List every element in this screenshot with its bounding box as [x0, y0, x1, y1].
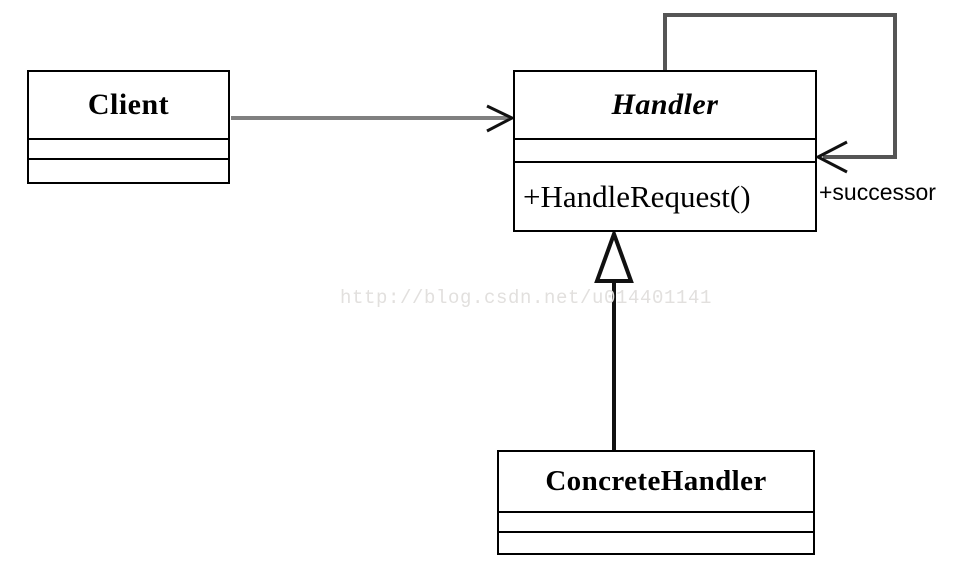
operation-handle-request: +HandleRequest() [523, 179, 751, 214]
class-name-handler: Handler [611, 88, 719, 121]
class-attributes-compartment-concretehandler [499, 513, 813, 533]
class-name-compartment-client: Client [29, 72, 228, 140]
class-operations-compartment-client [29, 160, 228, 182]
watermark-text: http://blog.csdn.net/u014401141 [340, 287, 713, 309]
generalization-concretehandler-handler [594, 228, 634, 451]
class-attributes-compartment-handler [515, 140, 815, 163]
class-name-client: Client [87, 88, 170, 121]
class-attributes-compartment-client [29, 140, 228, 160]
class-operations-compartment-handler: +HandleRequest() [515, 163, 815, 230]
class-name-compartment-handler: Handler [515, 72, 815, 140]
class-name-compartment-concretehandler: ConcreteHandler [499, 452, 813, 513]
class-operations-compartment-concretehandler [499, 533, 813, 553]
class-box-concretehandler[interactable]: ConcreteHandler [497, 450, 815, 555]
association-client-handler [231, 104, 516, 133]
class-name-concretehandler: ConcreteHandler [545, 465, 767, 497]
class-box-handler[interactable]: Handler +HandleRequest() [513, 70, 817, 232]
association-role-label-successor: +successor [819, 179, 936, 205]
class-box-client[interactable]: Client [27, 70, 230, 184]
